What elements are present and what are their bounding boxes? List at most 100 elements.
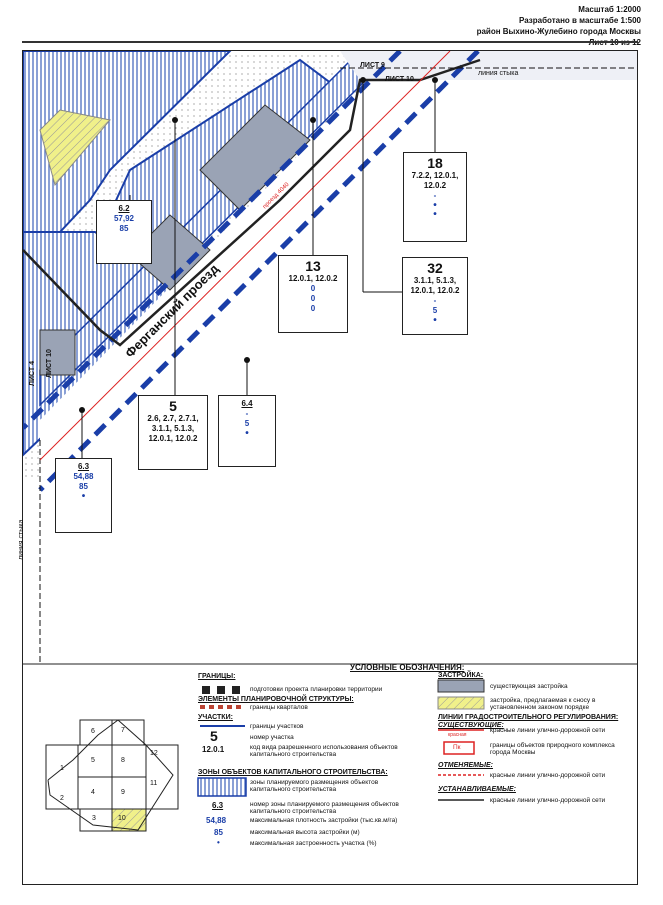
keymap-cell-10: 10 bbox=[118, 815, 126, 822]
parcel-codes: 7.2.2, 12.0.1, 12.0.2 bbox=[411, 171, 459, 190]
drawing-frame bbox=[22, 50, 638, 885]
legend-red-small: красная bbox=[448, 732, 467, 738]
legend-sym-coverage: • bbox=[217, 838, 220, 847]
legend-exist-nature: границы объектов природного комплекса го… bbox=[490, 742, 615, 756]
existing-building bbox=[129, 214, 211, 291]
legend-parcels-heading: УЧАСТКИ: bbox=[198, 714, 233, 721]
keymap-cell-5: 5 bbox=[91, 757, 95, 764]
legend-zones-heading: ЗОНЫ ОБЪЕКТОВ КАПИТАЛЬНОГО СТРОИТЕЛЬСТВА… bbox=[198, 769, 388, 776]
red-line bbox=[39, 51, 451, 461]
parcel-value: • bbox=[433, 209, 437, 220]
project-boundary-line bbox=[38, 51, 480, 492]
legend-zones-coverage: максимальная застроенность участка (%) bbox=[250, 840, 377, 847]
key-map bbox=[45, 719, 179, 832]
right-strip bbox=[340, 51, 637, 80]
zone-box-6-4: 6.4 - 5 • bbox=[218, 395, 276, 467]
existing-building bbox=[199, 104, 311, 211]
zone-height: 85 bbox=[79, 482, 88, 491]
parcel-codes: 3.1.1, 5.1.3, 12.0.1, 12.0.2 bbox=[410, 276, 460, 295]
legend-set-heading: УСТАНАВЛИВАЕМЫЕ: bbox=[438, 786, 516, 793]
legend-sym-code: 12.0.1 bbox=[202, 745, 225, 754]
parcel-codes: 2.6, 2.7, 2.7.1, 3.1.1, 5.1.3, 12.0.1, 1… bbox=[147, 414, 199, 443]
zone-height: 85 bbox=[119, 224, 129, 233]
legend-exist-red: красные линии улично-дорожной сети bbox=[490, 727, 606, 734]
legend-lines-heading: ЛИНИИ ГРАДОСТРОИТЕЛЬНОГО РЕГУЛИРОВАНИЯ: bbox=[438, 714, 619, 721]
legend-build-heading: ЗАСТРОЙКА: bbox=[438, 672, 484, 679]
keymap-cell-8: 8 bbox=[121, 757, 125, 764]
keymap-cell-9: 9 bbox=[121, 789, 125, 796]
legend-sym-density: 54,88 bbox=[206, 816, 227, 825]
legend-exist-heading: СУЩЕСТВУЮЩИЕ: bbox=[438, 722, 504, 729]
keymap-cell-7: 7 bbox=[121, 727, 125, 734]
legend-elements-item: границы кварталов bbox=[250, 704, 308, 711]
zone-hatch-upper bbox=[23, 51, 232, 233]
parcel-value: - bbox=[433, 296, 437, 305]
zone-density: 57,92 bbox=[113, 214, 135, 223]
junction-label: линия стыка bbox=[478, 70, 519, 77]
scale-text: Масштаб 1:2000 bbox=[578, 5, 641, 14]
legend-borders-heading: ГРАНИЦЫ: bbox=[198, 673, 236, 680]
developed-scale-text: Разработано в масштабе 1:500 bbox=[519, 16, 641, 25]
parcel-value: 0 bbox=[310, 304, 316, 313]
legend-zones-density: максимальная плотность застройки (тыс.кв… bbox=[250, 817, 398, 824]
sheet-label-10-left: ЛИСТ 10 bbox=[45, 349, 53, 378]
parcel-box-13: 13 12.0.1, 12.0.2 0 0 0 bbox=[278, 255, 348, 333]
parcel-value: 0 bbox=[310, 294, 316, 303]
zone-height: 5 bbox=[244, 419, 250, 428]
legend-build-existing: существующая застройка bbox=[490, 683, 568, 690]
keymap-outer-3: 3 bbox=[92, 815, 96, 822]
legend-sym-height: 85 bbox=[214, 828, 223, 837]
legend-zones-height: максимальная высота застройки (м) bbox=[250, 829, 360, 836]
junction-label-left: линия стыка bbox=[18, 519, 25, 560]
parcel-value: - bbox=[433, 191, 437, 200]
parcel-codes: 12.0.1, 12.0.2 bbox=[288, 274, 338, 283]
parcel-box-32: 32 3.1.1, 5.1.3, 12.0.1, 12.0.2 - 5 • bbox=[402, 257, 468, 335]
keymap-outer-1: 1 bbox=[60, 765, 64, 772]
sheet-label-4: ЛИСТ 4 bbox=[28, 361, 36, 386]
legend-cancel-heading: ОТМЕНЯЕМЫЕ: bbox=[438, 762, 493, 769]
zone-coverage: • bbox=[245, 428, 249, 439]
parcel-box-5: 5 2.6, 2.7, 2.7.1, 3.1.1, 5.1.3, 12.0.1,… bbox=[138, 395, 208, 470]
parcel-value: • bbox=[433, 200, 437, 211]
legend-parcels-border: границы участков bbox=[250, 723, 304, 730]
parcel-number: 32 bbox=[427, 260, 443, 276]
legend-zones-area: зоны планируемого размещения объектов ка… bbox=[250, 779, 379, 793]
zone-box-6-3: 6.3 54,88 85 • bbox=[55, 458, 112, 533]
zone-number: 6.4 bbox=[241, 399, 253, 408]
sheet-label-10: ЛИСТ 10 bbox=[385, 76, 414, 83]
parcel-number: 5 bbox=[169, 398, 177, 414]
legend-sym-zone-number: 6.3 bbox=[212, 801, 224, 810]
parcel-value: 5 bbox=[432, 306, 438, 315]
zone-number: 6.2 bbox=[118, 204, 130, 213]
parcel-value: • bbox=[433, 315, 437, 326]
legend-pk: Пк bbox=[453, 744, 461, 751]
legend-title: УСЛОВНЫЕ ОБОЗНАЧЕНИЯ: bbox=[350, 663, 465, 672]
zone-box-6-2: 6.2 57,92 85 bbox=[96, 200, 152, 264]
legend-set-red: красные линии улично-дорожной сети bbox=[490, 797, 606, 804]
header-rule bbox=[22, 41, 638, 43]
parcel-number: 13 bbox=[305, 258, 321, 274]
legend-parcels-code: код вида разрешенного использования объе… bbox=[250, 744, 398, 758]
legend-zones-number: номер зоны планируемого размещения объек… bbox=[250, 801, 399, 815]
legend-parcels-number: номер участка bbox=[250, 734, 294, 741]
district-text: район Выхино-Жулебино города Москвы bbox=[476, 27, 641, 36]
keymap-outer-2: 2 bbox=[60, 795, 64, 802]
keymap-cell-6: 6 bbox=[91, 728, 95, 735]
legend-symbols bbox=[197, 679, 485, 801]
keymap-outer-11: 11 bbox=[150, 780, 158, 787]
zone-density: 54,88 bbox=[73, 472, 94, 481]
zone-coverage: • bbox=[81, 491, 86, 502]
legend-cancel-red: красные линии улично-дорожной сети bbox=[490, 772, 606, 779]
project-boundary-line bbox=[23, 51, 402, 430]
existing-building bbox=[39, 329, 76, 376]
legend-borders-item: подготовки проекта планировки территории bbox=[250, 686, 383, 693]
sheet-label-9: ЛИСТ 9 bbox=[360, 62, 385, 69]
legend-build-demolition: застройка, предлагаемая к сносу в устано… bbox=[490, 697, 596, 711]
zone-density: - bbox=[245, 409, 249, 418]
block-border bbox=[23, 58, 481, 347]
demolition-building bbox=[39, 109, 111, 187]
zone-number: 6.3 bbox=[77, 462, 90, 471]
parcel-value: 0 bbox=[310, 284, 316, 293]
legend-elements-heading: ЭЛЕМЕНТЫ ПЛАНИРОВОЧНОЙ СТРУКТУРЫ: bbox=[198, 696, 354, 703]
parcel-number: 18 bbox=[427, 155, 443, 171]
